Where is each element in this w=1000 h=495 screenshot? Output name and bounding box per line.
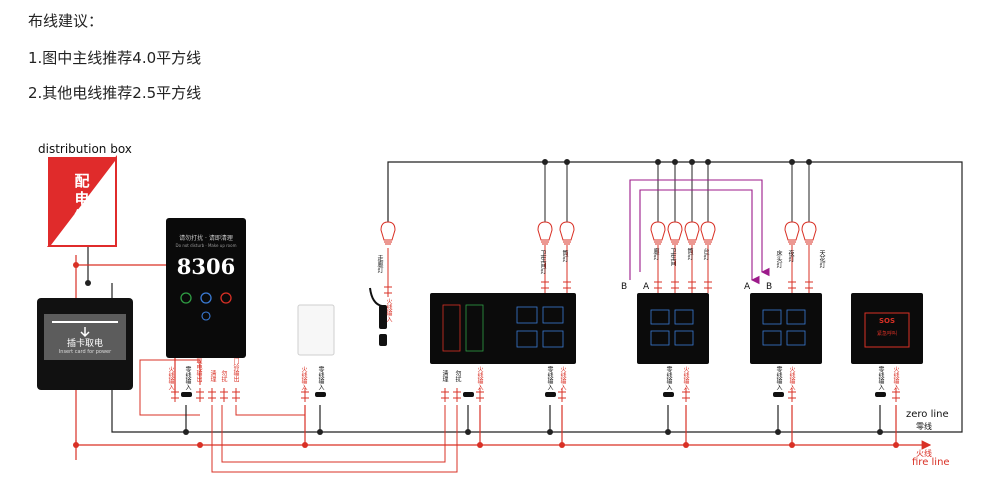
label-sensor-fire-in: 火线输入	[300, 366, 307, 390]
marker-a-left: A	[643, 282, 650, 292]
wiring-note-line1: 1.图中主线推荐4.0平方线	[28, 49, 202, 67]
distribution-box-char-3: 箱	[74, 208, 90, 226]
card-switch-label: 插卡取电	[66, 339, 103, 349]
label-p1-zero-in: 零线输入	[665, 366, 672, 390]
terminal-symbols	[170, 277, 901, 403]
label-lamp-room4: 台灯	[702, 248, 709, 260]
distribution-box-char-2: 电	[74, 190, 90, 208]
label-door-disturb: 勿扰	[220, 370, 227, 382]
fire-line-label-cn: 火线	[916, 449, 932, 458]
label-panel-disturb: 勿扰	[454, 370, 461, 382]
wiring-note-heading: 布线建议：	[28, 12, 104, 30]
card-power-switch	[37, 298, 133, 390]
room-number: 8306	[176, 254, 236, 279]
label-card-out: 取电输出	[195, 358, 202, 382]
lamp-icons	[380, 221, 817, 245]
label-lamp-bath-a: 卫生间灯	[539, 250, 546, 274]
doorplate-sub-text: Do not disturb · Make up room	[175, 243, 237, 248]
distribution-box-char-1: 配	[74, 172, 90, 190]
zero-branch-drops	[185, 405, 881, 432]
two-way-wiring	[629, 179, 770, 285]
distribution-box	[46, 155, 117, 247]
label-p2-fire-in: 火线输入	[788, 366, 795, 390]
label-p2-zero-in: 零线输入	[775, 366, 782, 390]
doorplate-top-text: 请勿打扰 · 请即清理	[179, 235, 233, 242]
zero-line-label: zero line	[906, 409, 949, 420]
marker-b-left: B	[621, 282, 628, 292]
label-lamp-bed1: 床头灯	[775, 250, 782, 268]
label-lamp-corridor: 走廊灯	[376, 255, 383, 273]
distribution-box-label: 配 电 箱	[72, 172, 92, 226]
room-control-panel	[430, 293, 576, 364]
sos-panel	[851, 293, 923, 364]
label-door-clean: 清理	[209, 370, 216, 382]
label-panel-zero-in: 零线输入	[546, 366, 553, 390]
label-sos-fire-in: 火线输入	[892, 366, 899, 390]
marker-a-right: A	[744, 282, 751, 292]
fire-branch-drops	[304, 405, 897, 445]
card-switch-sublabel: Insert card for power	[58, 349, 112, 355]
label-lamp-bed2: 夜灯	[787, 250, 794, 262]
wiring-note-line2: 2.其他电线推荐2.5平方线	[28, 84, 202, 102]
sos-button-label: SOS	[878, 317, 896, 325]
four-key-panel-1	[637, 293, 709, 364]
label-sos-zero-in: 零线输入	[877, 366, 884, 390]
label-lamp-room3: 筒灯	[686, 248, 693, 260]
distribution-box-caption: distribution box	[38, 142, 132, 156]
label-lamp-room2: 卫生间	[669, 248, 676, 266]
zero-line-label-cn: 零线	[916, 422, 932, 431]
label-panel-clean: 清理	[441, 370, 448, 382]
marker-b-right: B	[766, 282, 773, 292]
doorplate-panel	[166, 218, 246, 358]
four-key-panel-2	[750, 293, 822, 364]
fire-line-label: fire line	[912, 457, 950, 468]
label-doorbell: 门铃输出	[232, 358, 239, 382]
door-sensor-box	[297, 287, 387, 356]
label-sensor-fire-out: 火线输入	[385, 298, 392, 322]
label-p1-fire-in: 火线输入	[682, 366, 689, 390]
lamp-drops	[544, 162, 810, 222]
label-panel-fire-in-2: 火线输入	[559, 366, 566, 390]
label-card-fire-in: 火线输入	[167, 366, 174, 390]
label-lamp-bath-b: 筒灯	[561, 250, 568, 262]
label-panel-fire-in: 火线输入	[476, 366, 483, 390]
label-lamp-room1: 廊灯	[652, 248, 659, 260]
sos-sublabel: 紧急呼叫	[876, 331, 897, 337]
label-card-zero-in: 零线输入	[184, 366, 191, 390]
label-sensor-zero-in: 零线输入	[317, 366, 324, 390]
label-lamp-bed3: 天花灯	[818, 250, 825, 268]
